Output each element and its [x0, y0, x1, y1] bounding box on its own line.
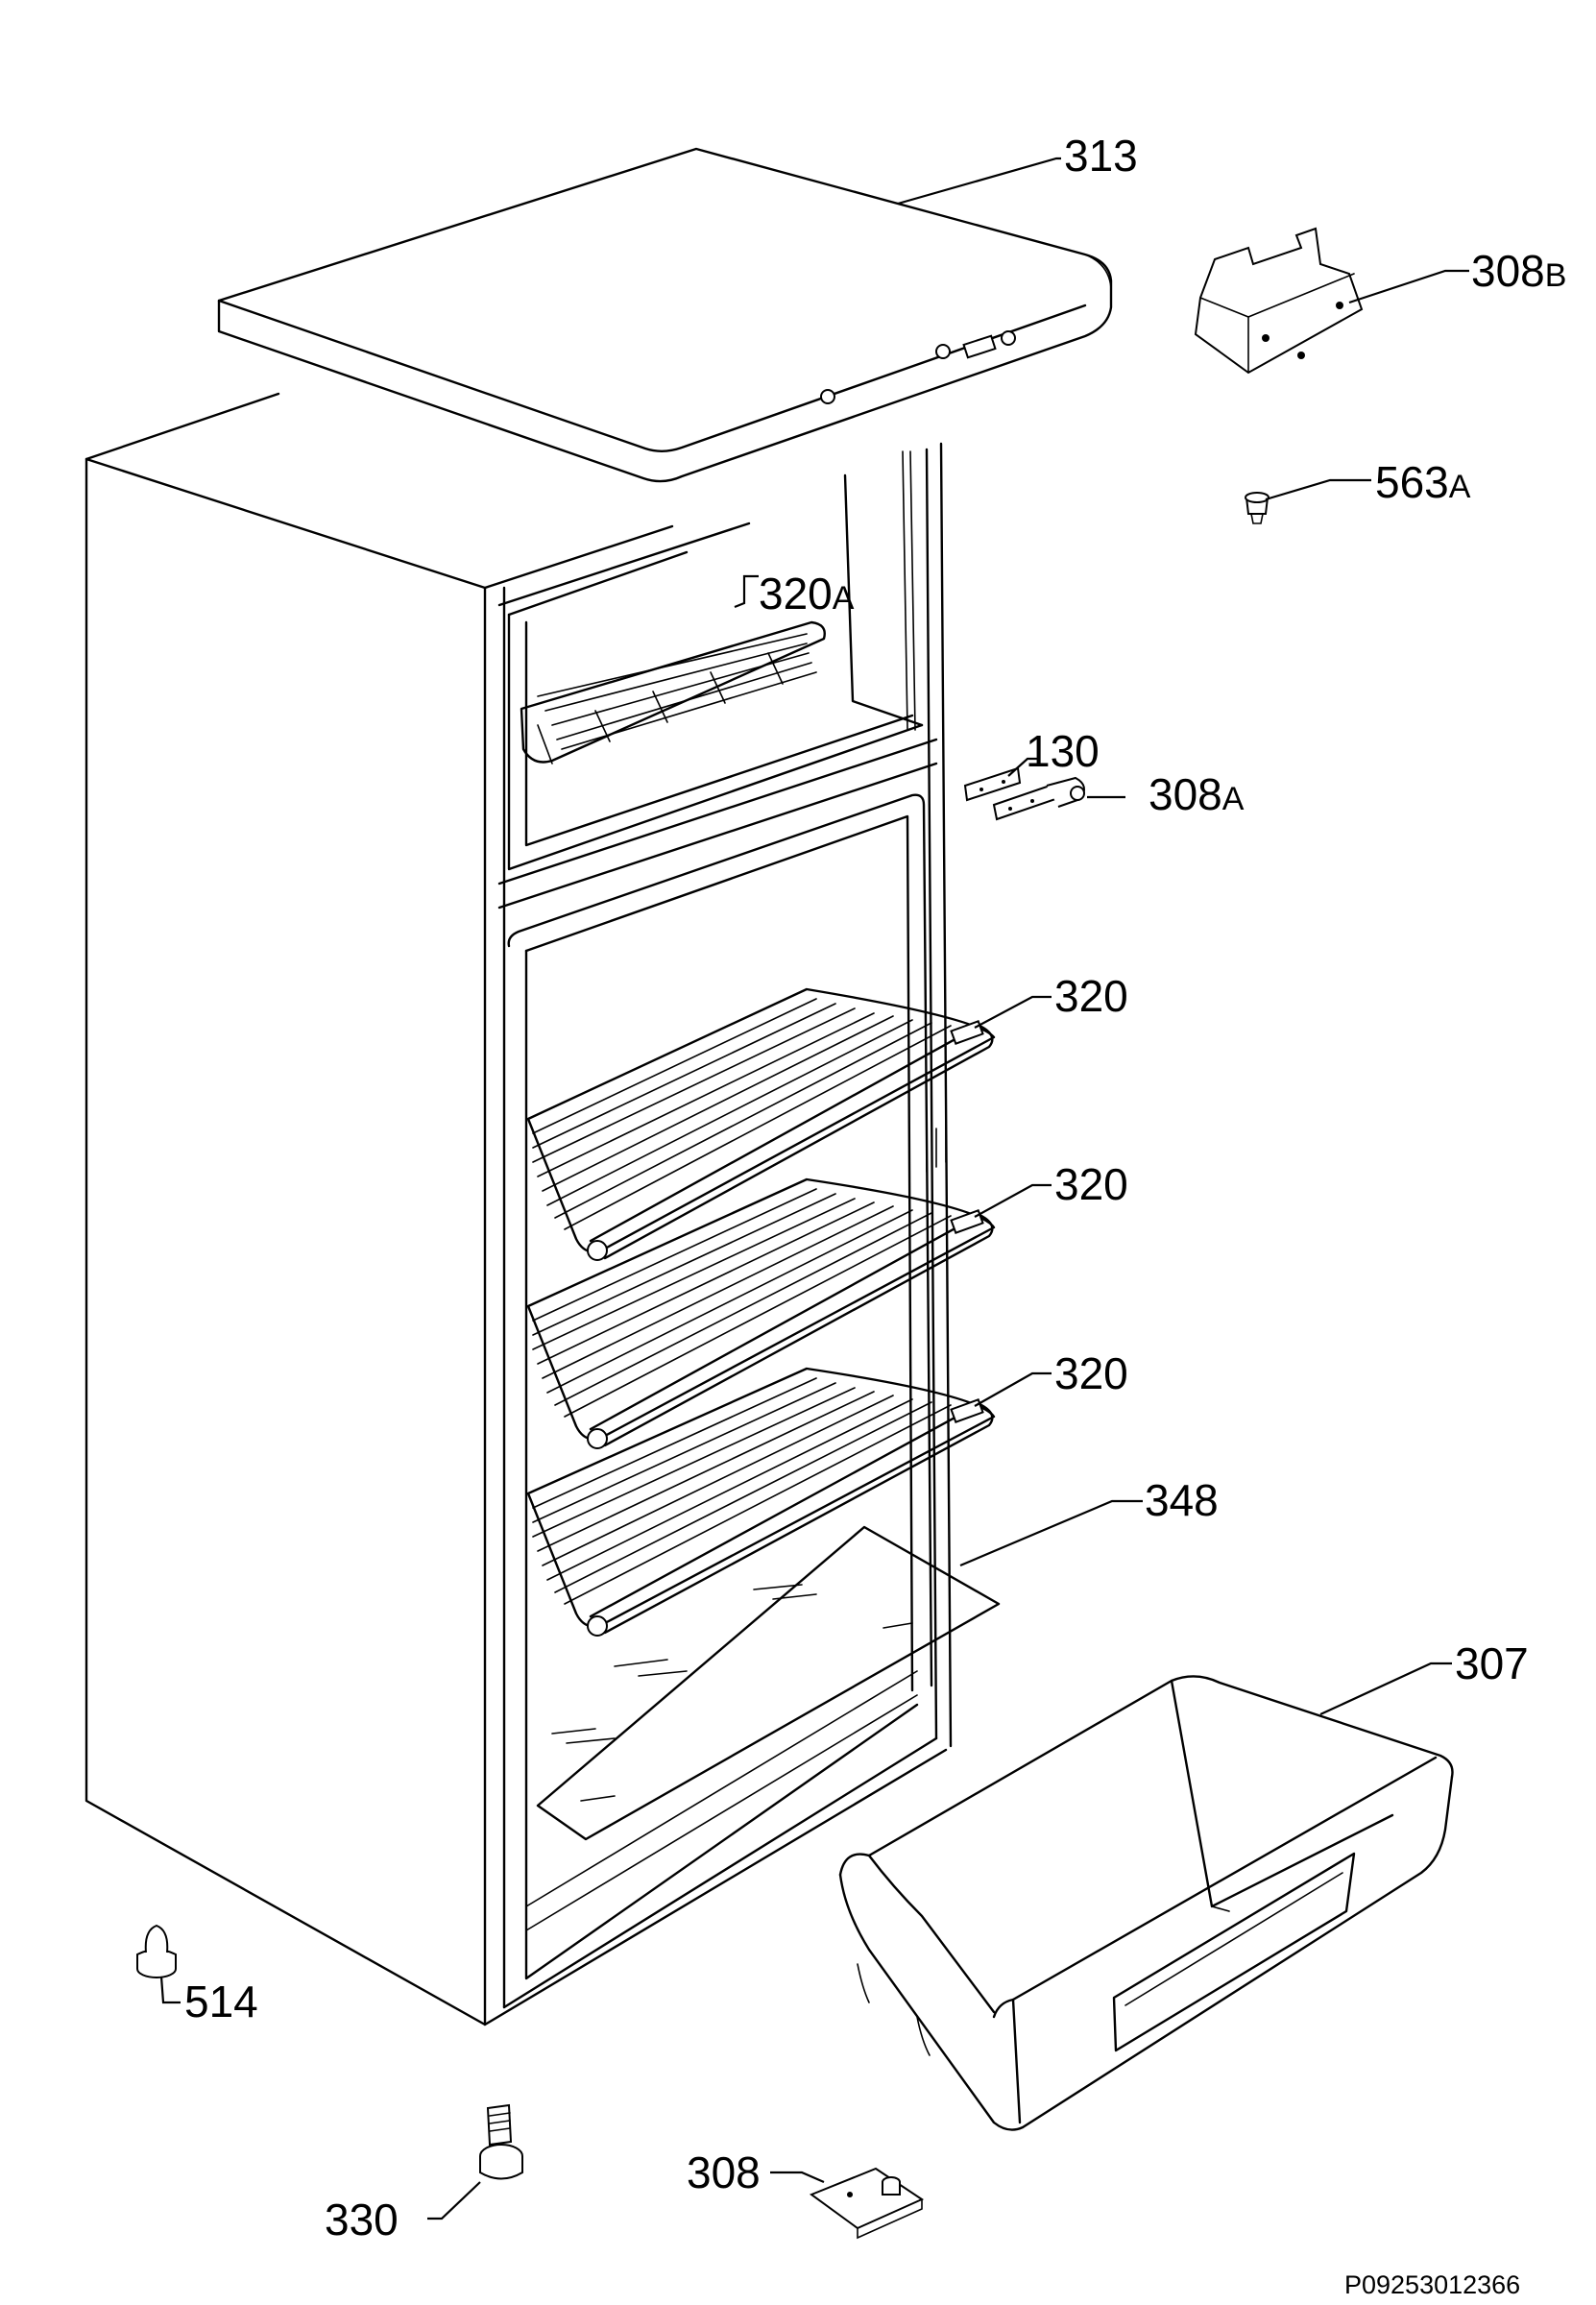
label-313: 313	[1064, 131, 1138, 181]
label-563a: 563A	[1375, 457, 1471, 507]
label-308: 308	[687, 2147, 761, 2197]
label-130: 130	[1026, 726, 1100, 776]
part-313-top-cover[interactable]	[217, 147, 1113, 483]
label-320-3: 320	[1054, 1348, 1128, 1398]
label-307: 307	[1455, 1638, 1529, 1688]
label-330: 330	[325, 2195, 399, 2244]
part-330-adjustable-foot[interactable]	[479, 2103, 523, 2180]
part-308b-top-hinge[interactable]	[1194, 227, 1364, 375]
label-514: 514	[184, 1977, 258, 2026]
part-308-bottom-hinge[interactable]	[809, 2167, 925, 2240]
part-348-glass-shelf[interactable]	[536, 1525, 1001, 1841]
label-308a: 308A	[1149, 769, 1245, 819]
label-320-1: 320	[1054, 971, 1128, 1021]
part-320a-freezer-shelf[interactable]	[497, 522, 826, 764]
part-308a-middle-hinge[interactable]	[992, 776, 1085, 821]
part-514-foot[interactable]	[136, 1924, 177, 1978]
part-320-shelf-2[interactable]	[526, 1177, 996, 1449]
cabinet-body	[85, 392, 953, 2026]
part-563a-hinge-pin[interactable]	[1245, 492, 1270, 524]
part-labels: 313 308B 563A 320A 130 308A 320 320 320 …	[184, 131, 1566, 2244]
part-320-shelf-3[interactable]	[526, 1367, 996, 1637]
drawing-code: P09253012366	[1344, 2270, 1520, 2299]
label-308b: 308B	[1471, 246, 1566, 296]
leader-lines	[159, 157, 1469, 2220]
part-320-shelf-1[interactable]	[526, 987, 996, 1261]
label-348: 348	[1145, 1475, 1219, 1525]
part-307-crisper-drawer[interactable]	[838, 1675, 1454, 2131]
label-320-2: 320	[1054, 1159, 1128, 1209]
label-320a: 320A	[759, 569, 855, 619]
part-130-spacer[interactable]	[963, 766, 1022, 802]
